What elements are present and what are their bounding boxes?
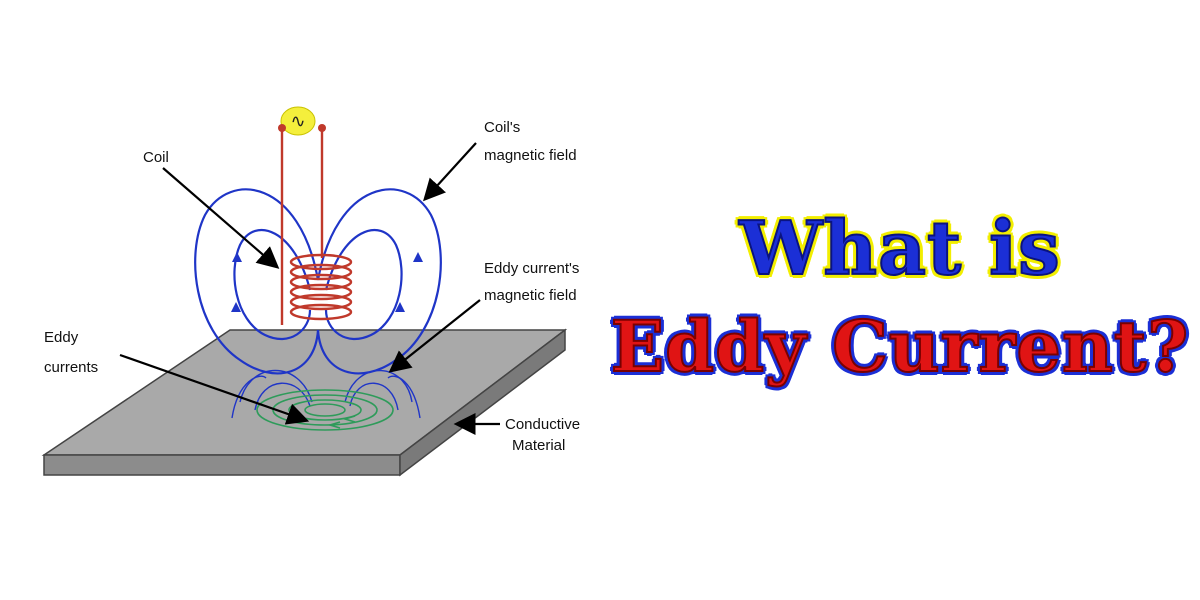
callout-arrows xyxy=(119,142,500,435)
field-loop-left-inner xyxy=(233,228,312,341)
arrow-eddy-currents xyxy=(119,353,310,425)
diagram-labels: Coil Coil's magnetic field Eddy current'… xyxy=(44,119,580,454)
label-eddy-field-1: Eddy current's xyxy=(484,260,579,277)
label-eddy-2: currents xyxy=(44,359,98,376)
field-loop-right-outer xyxy=(316,188,442,375)
plate-front-face xyxy=(43,454,401,476)
field-loop-right-inner xyxy=(324,228,403,341)
label-conductive-1: Conductive xyxy=(505,416,580,433)
field-loop-left-outer xyxy=(194,188,320,375)
field-direction-markers xyxy=(231,252,423,312)
ac-source-icon xyxy=(280,106,316,136)
arrow-eddy-field xyxy=(388,299,481,373)
label-coil: Coil xyxy=(143,149,169,166)
headline-line-2: Eddy Current? xyxy=(610,305,1190,388)
coil xyxy=(280,128,353,325)
label-coil-field-2: magnetic field xyxy=(484,147,577,164)
label-conductive-2: Material xyxy=(512,437,565,454)
label-eddy-field-2: magnetic field xyxy=(484,287,577,304)
ac-source-symbol: ∿ xyxy=(290,111,305,132)
coil-magnetic-field xyxy=(194,188,442,375)
conductive-plate xyxy=(41,328,568,477)
eddy-current-diagram: ∿ Coil Coil's magnetic field Eddy curren… xyxy=(41,106,580,477)
arrow-coil-field xyxy=(423,142,477,202)
plate-side-face xyxy=(399,328,566,477)
arrow-coil xyxy=(162,167,280,269)
eddy-current-loops xyxy=(256,389,394,431)
label-coil-field-1: Coil's xyxy=(484,119,520,136)
label-eddy-1: Eddy xyxy=(44,329,79,346)
ac-source: ∿ xyxy=(278,106,326,136)
headline-line-1: What is xyxy=(738,206,1061,292)
